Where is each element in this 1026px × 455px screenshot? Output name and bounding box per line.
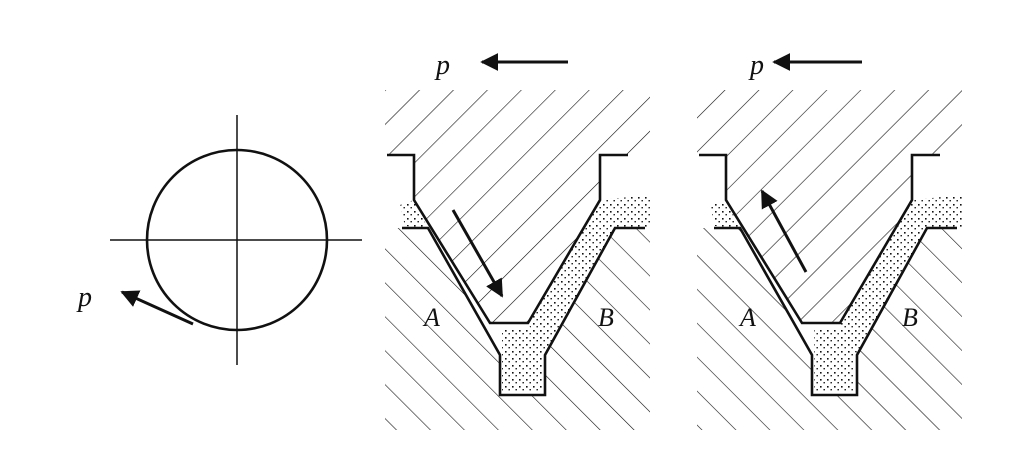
label-a: A	[738, 303, 756, 332]
label-b: B	[598, 303, 614, 332]
lubricant-bottom	[814, 330, 855, 393]
wedge-outline	[387, 153, 628, 325]
groove-panel-right: p A B	[697, 50, 962, 430]
upper-wedge-hatch	[385, 90, 650, 323]
force-label: p	[76, 282, 92, 313]
wedge-outline	[699, 153, 940, 325]
label-b: B	[902, 303, 918, 332]
shaft-circle	[145, 148, 329, 332]
lower-body-hatch	[385, 228, 650, 430]
motion-arrow	[760, 189, 808, 273]
label-a: A	[422, 303, 440, 332]
circle-panel: p	[76, 115, 362, 365]
force-label: p	[748, 50, 764, 81]
lower-body-hatch	[697, 228, 962, 430]
groove-outline	[402, 226, 645, 397]
force-label: p	[434, 50, 450, 81]
lubricant-left	[710, 200, 740, 228]
groove-outline	[714, 226, 957, 397]
force-arrow	[120, 290, 194, 326]
lubricant-left	[400, 200, 428, 228]
upper-wedge-hatch	[697, 90, 962, 323]
lubricant-bottom	[502, 330, 543, 393]
groove-panel-middle: p A B	[385, 50, 650, 430]
motion-arrow	[451, 209, 504, 298]
